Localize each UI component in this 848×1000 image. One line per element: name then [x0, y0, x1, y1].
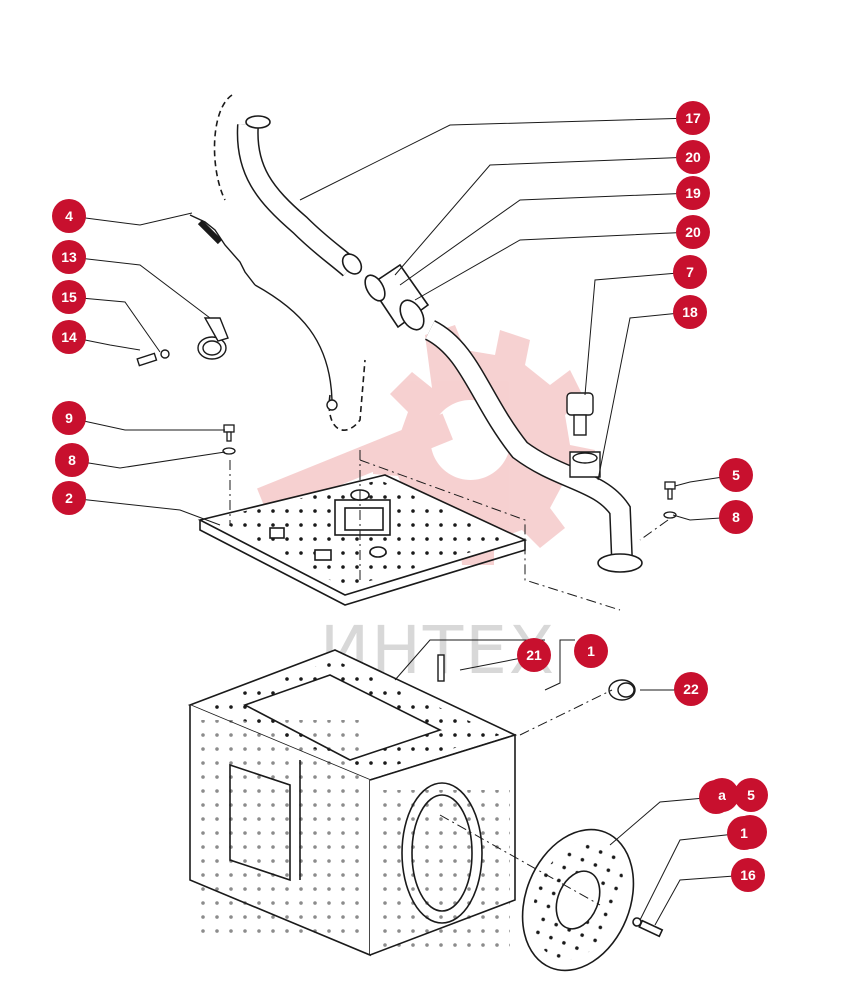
svg-text:20: 20	[685, 224, 701, 240]
callouts: 17 20 19 20 7 18 4 13 15 14 9 8 2 5 8 21…	[52, 101, 768, 892]
bolt-parts	[222, 424, 677, 519]
callout-21: 21	[517, 638, 551, 672]
callout-5-lower: 5	[734, 778, 768, 812]
svg-text:19: 19	[685, 185, 701, 201]
svg-text:18: 18	[682, 304, 698, 320]
callout-13: 13	[52, 240, 86, 274]
svg-text:20: 20	[685, 149, 701, 165]
callout-20-lower: 20	[676, 215, 710, 249]
hose-part	[213, 94, 366, 431]
dipstick-part	[189, 214, 338, 411]
svg-text:5: 5	[732, 467, 740, 483]
svg-text:1: 1	[587, 643, 595, 659]
svg-text:8: 8	[68, 452, 76, 468]
callout-18: 18	[673, 295, 707, 329]
svg-text:4: 4	[65, 208, 73, 224]
callout-20-upper: 20	[676, 140, 710, 174]
callout-2: 2	[52, 481, 86, 515]
clamp-part	[136, 317, 229, 367]
assembly-lines	[229, 450, 669, 906]
pipe-part	[424, 320, 643, 573]
callout-7: 7	[673, 255, 707, 289]
housing-part	[187, 649, 518, 957]
leader-lines	[69, 117, 749, 926]
callout-5-right: 5	[719, 458, 753, 492]
svg-text:13: 13	[61, 249, 77, 265]
svg-text:7: 7	[686, 264, 694, 280]
callout-14: 14	[52, 320, 86, 354]
svg-text:a: a	[718, 787, 726, 803]
disc-plate-part	[521, 828, 664, 972]
svg-text:9: 9	[65, 410, 73, 426]
svg-text:16: 16	[740, 867, 756, 883]
cover-plate-part	[197, 474, 528, 606]
svg-text:21: 21	[526, 647, 542, 663]
svg-text:15: 15	[61, 289, 77, 305]
callout-4: 4	[52, 199, 86, 233]
callout-a: a	[699, 778, 739, 814]
callout-8-right: 8	[719, 500, 753, 534]
breather-plug-part	[566, 392, 601, 478]
svg-text:5: 5	[747, 787, 755, 803]
callout-1-lower: 1	[727, 815, 767, 850]
svg-text:17: 17	[685, 110, 701, 126]
svg-text:8: 8	[732, 509, 740, 525]
callout-16: 16	[731, 858, 765, 892]
callout-19: 19	[676, 176, 710, 210]
callout-22: 22	[674, 672, 708, 706]
svg-text:22: 22	[683, 681, 699, 697]
stud-and-plug-parts	[437, 654, 636, 701]
callout-17: 17	[676, 101, 710, 135]
svg-text:2: 2	[65, 490, 73, 506]
coupling-part	[364, 263, 430, 331]
svg-text:1: 1	[740, 825, 748, 841]
callout-15: 15	[52, 280, 86, 314]
svg-text:14: 14	[61, 329, 77, 345]
callout-9: 9	[52, 401, 86, 435]
callout-8-left: 8	[55, 443, 89, 477]
callout-1-upper: 1	[574, 634, 608, 668]
